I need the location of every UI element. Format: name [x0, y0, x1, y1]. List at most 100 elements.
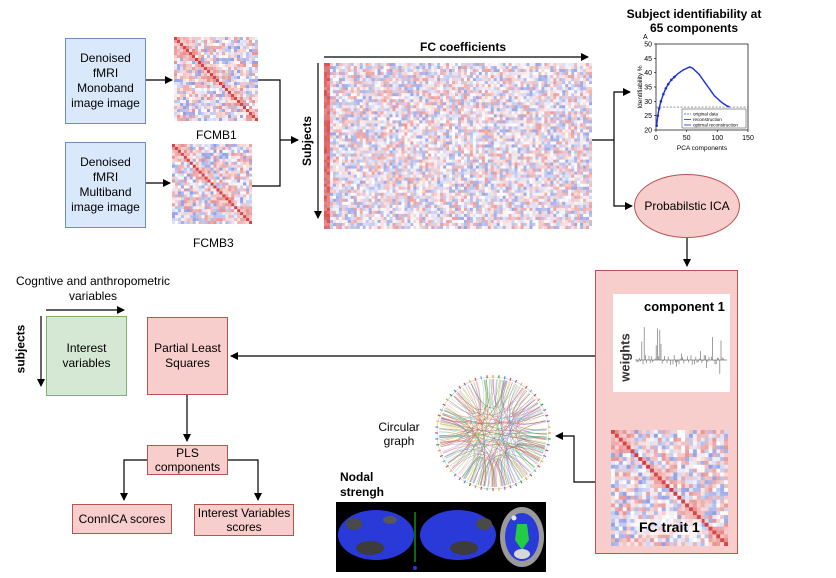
node-tick — [437, 414, 441, 417]
chord — [467, 384, 486, 486]
chord — [478, 455, 531, 486]
probabilistic-ica-node: Probabilstic ICA — [634, 174, 740, 238]
node-tick — [545, 414, 549, 417]
arrow-results-to-circular — [555, 432, 595, 483]
node-tick — [474, 485, 477, 489]
node-tick — [533, 393, 537, 397]
node-tick — [519, 480, 523, 484]
node-tick — [537, 464, 541, 468]
matrix-cells — [324, 63, 592, 229]
chord — [466, 455, 527, 481]
data-point — [664, 87, 668, 90]
matrix-cells — [172, 144, 252, 224]
node-tick — [468, 379, 472, 383]
node-tick — [480, 486, 483, 490]
node-tick — [449, 469, 453, 473]
chord — [440, 412, 544, 447]
pls-components-label: PLS components — [154, 446, 221, 474]
node-tick — [442, 459, 446, 463]
data-point — [657, 107, 661, 110]
chord — [439, 440, 530, 473]
circular-graph — [435, 375, 551, 491]
chord — [439, 440, 473, 475]
fcmb3-matrix — [172, 144, 252, 224]
x-tick-label: 150 — [742, 135, 754, 142]
data-point — [655, 124, 658, 127]
node-tick — [442, 403, 446, 407]
chord — [496, 379, 502, 487]
chord — [440, 421, 546, 445]
chord — [439, 393, 472, 440]
chord — [476, 399, 536, 485]
chord — [515, 402, 540, 461]
chord — [462, 388, 479, 480]
identifiability-title: Subject identifiability at 65 components — [626, 7, 762, 35]
node-tick — [546, 443, 550, 446]
arrow-to-ica — [613, 140, 633, 210]
series-reconstruction — [655, 66, 730, 126]
x-axis-label: PCA components — [677, 145, 728, 152]
y-tick-label: 30 — [644, 99, 652, 106]
chord — [461, 457, 496, 487]
chord — [442, 414, 495, 487]
chord — [452, 387, 523, 469]
interest-variables-box: Interest variables — [46, 316, 127, 396]
x-tick-label: 50 — [683, 135, 691, 142]
data-point — [673, 75, 676, 79]
chord — [491, 385, 520, 487]
chord — [444, 379, 495, 458]
chord — [448, 380, 506, 464]
chord — [491, 445, 545, 487]
weights-plot — [635, 327, 727, 374]
y-tick-label: 35 — [644, 85, 652, 92]
interest-variables-scores-label: Interest Variables scores — [197, 506, 291, 534]
node-tick — [445, 464, 449, 468]
chord — [457, 392, 523, 479]
probabilistic-ica-label: Probabilstic ICA — [644, 198, 730, 213]
multi-input-label: Denoised fMRI Multiband image image — [71, 155, 140, 214]
connica-scores-label: ConnICA scores — [78, 511, 166, 526]
node-tick — [439, 454, 443, 458]
chord — [459, 390, 535, 468]
chord — [506, 398, 535, 484]
node-tick — [474, 377, 477, 381]
merge-connector — [252, 79, 281, 187]
chord — [440, 419, 468, 454]
node-tick — [503, 376, 506, 380]
fc-coefficients-matrix — [324, 63, 592, 229]
x-tick-label: 100 — [711, 135, 723, 142]
chord — [471, 380, 508, 408]
node-tick — [463, 382, 467, 386]
node-tick — [439, 408, 443, 412]
chord — [510, 392, 530, 475]
chord — [470, 379, 488, 483]
arrow-to-interest-scores — [228, 459, 262, 501]
arrow-to-identifiability — [592, 88, 631, 141]
node-tick — [514, 379, 518, 383]
component-weights-card: component 1 weights — [613, 294, 730, 392]
chord — [449, 453, 490, 487]
node-tick — [543, 454, 547, 458]
chord — [501, 379, 547, 441]
node-tick — [519, 382, 523, 386]
node-tick — [514, 483, 518, 487]
y-tick-label: 20 — [644, 128, 652, 135]
chord — [472, 447, 544, 484]
node-tick — [480, 376, 483, 380]
chord — [439, 428, 542, 457]
fcmb1-matrix — [174, 37, 258, 121]
node-tick — [524, 385, 528, 389]
data-point — [656, 114, 660, 117]
node-tick — [509, 377, 512, 381]
chord — [446, 450, 512, 485]
chord — [496, 443, 546, 487]
node-tick — [468, 483, 472, 487]
data-point — [666, 82, 670, 86]
chord — [444, 403, 539, 421]
chord — [445, 406, 478, 482]
mono-input-label: Denoised fMRI Monoband image image — [71, 51, 140, 110]
legend-entry: reconstruction — [693, 117, 722, 122]
nodal-strength-brain-maps — [336, 502, 546, 572]
matrix-cells — [174, 37, 258, 121]
